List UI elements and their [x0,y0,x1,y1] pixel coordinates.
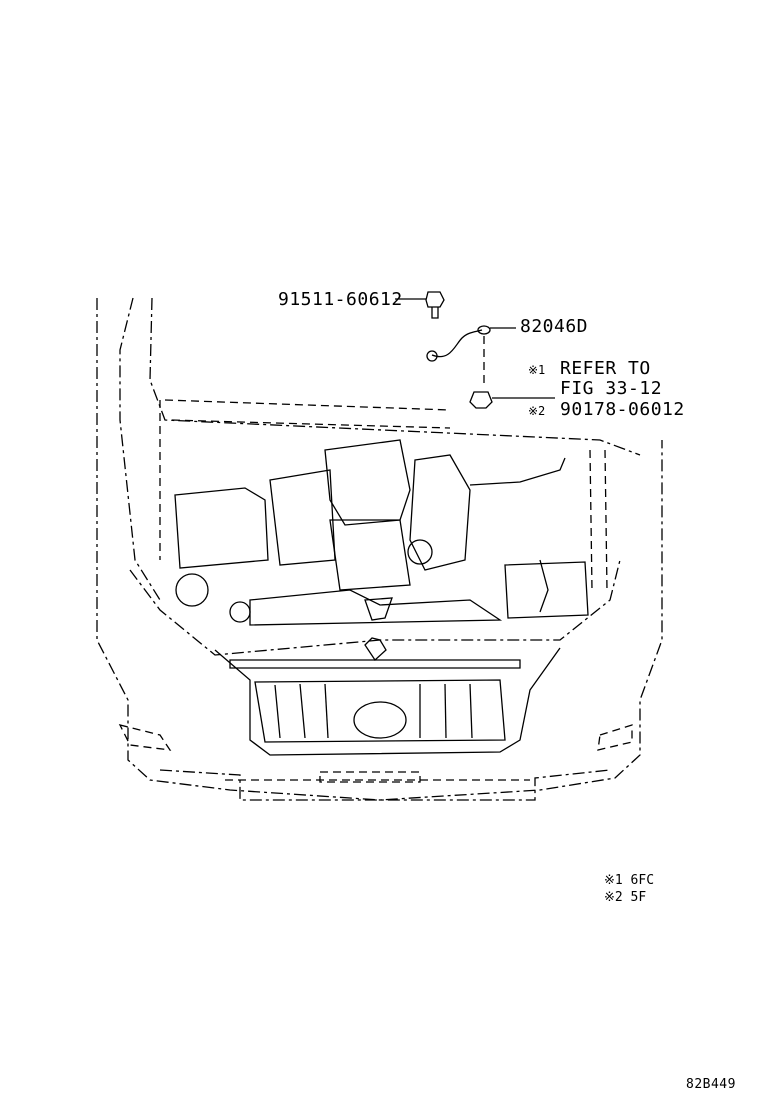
legend-line-2: ※2 5F [604,890,647,905]
note1-mark: ※1 [528,363,546,377]
legend-line-1: ※1 6FC [604,873,655,888]
nut-part-number: 90178-06012 [560,399,685,420]
figure-code: 82B449 [686,1077,736,1092]
note2-mark: ※2 [528,404,546,418]
bolt-part-number: 91511-60612 [278,289,403,310]
ground-strap-part-number: 82046D [520,316,589,337]
note1-refer-text: REFER TO [560,358,651,379]
note1-figure-text: FIG 33-12 [560,378,663,399]
